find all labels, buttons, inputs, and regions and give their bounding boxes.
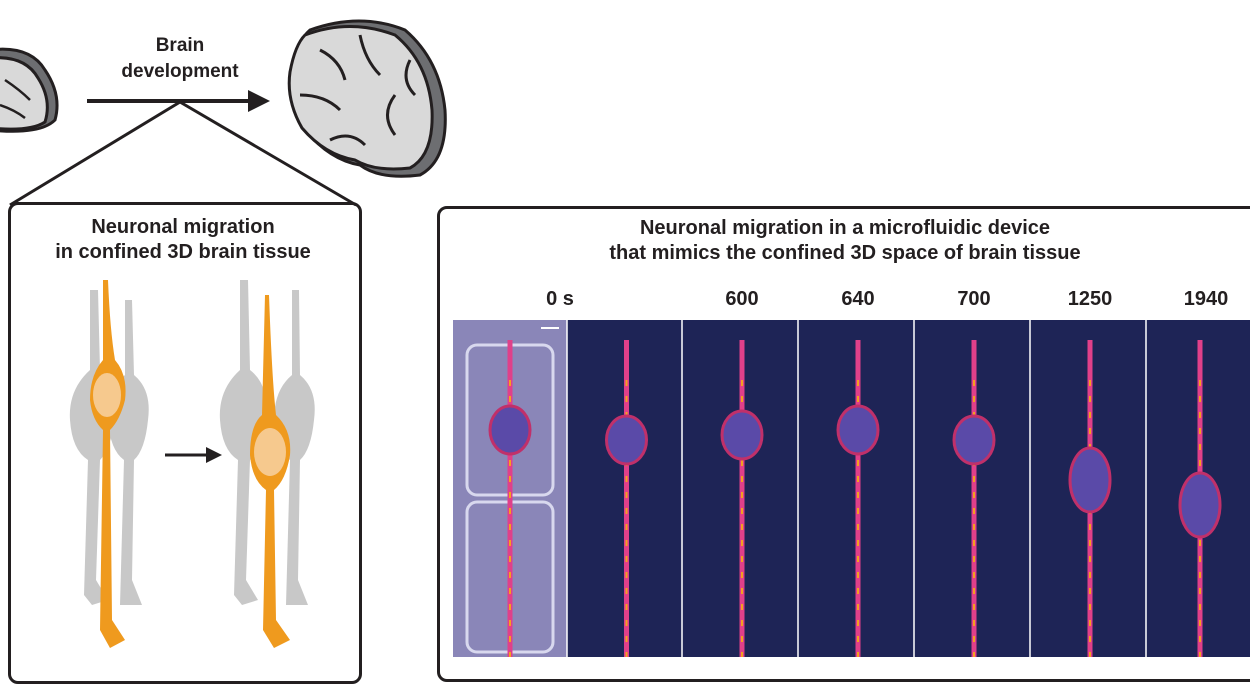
right-title-line2: that mimics the confined 3D space of bra… <box>609 242 1081 264</box>
time-label-1: 600 <box>725 288 759 310</box>
time-label-2: 640 <box>841 288 875 310</box>
arrow-label-line2: development <box>121 61 239 82</box>
small-brain-icon <box>0 47 59 133</box>
arrow-label-line1: Brain <box>155 35 205 56</box>
soma <box>488 404 532 456</box>
soma <box>952 414 996 466</box>
left-title-line2: in confined 3D brain tissue <box>55 241 311 263</box>
soma <box>1068 446 1112 514</box>
soma <box>720 409 764 461</box>
soma <box>1178 471 1222 539</box>
soma <box>605 414 648 466</box>
left-title-line1: Neuronal migration <box>91 216 275 238</box>
time-label-0: 0 s <box>546 288 574 310</box>
right-title-line1: Neuronal migration in a microfluidic dev… <box>639 217 1051 239</box>
large-brain-icon <box>287 19 447 178</box>
time-label-4: 1250 <box>1067 288 1113 310</box>
soma <box>836 404 880 456</box>
time-label-3: 700 <box>957 288 991 310</box>
time-label-5: 1940 <box>1183 288 1229 310</box>
neurons-before <box>69 280 149 648</box>
neurons-after <box>219 280 315 648</box>
